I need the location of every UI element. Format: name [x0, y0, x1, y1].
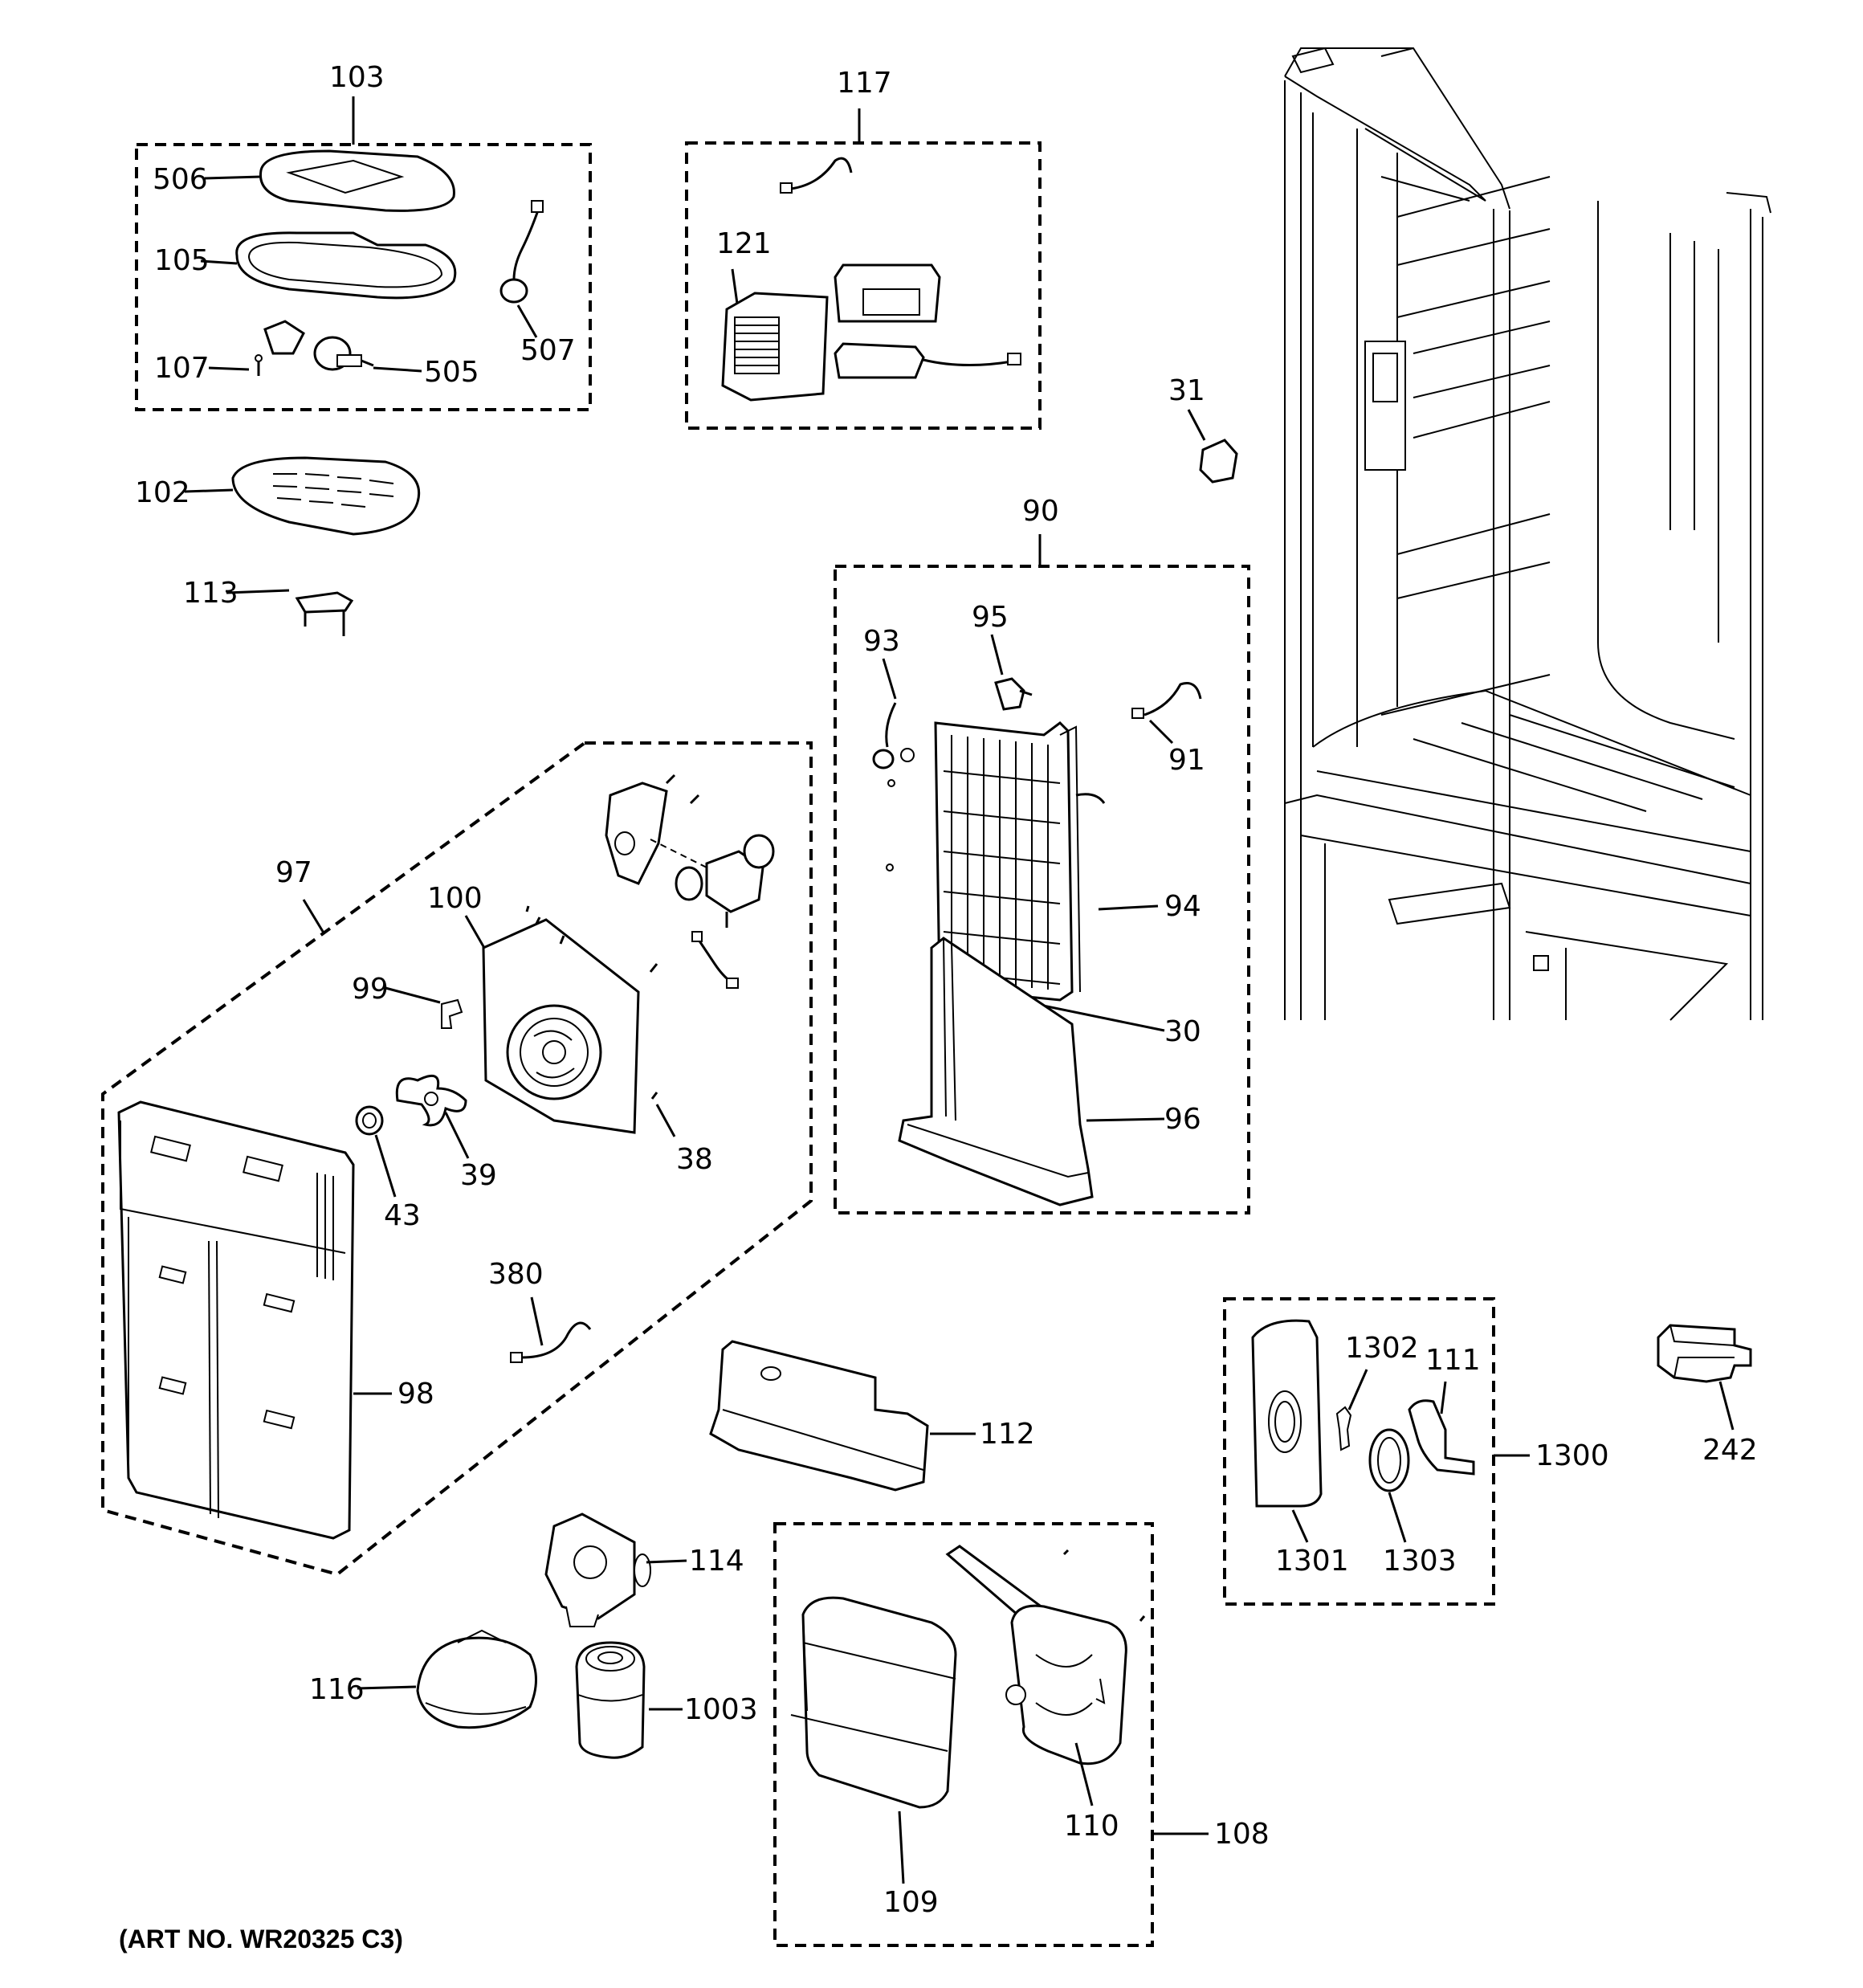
label-31: 31 — [1168, 374, 1205, 407]
part-1302-lever[interactable] — [1335, 1406, 1352, 1451]
part-39-fan-blade[interactable] — [395, 1074, 467, 1127]
part-43-grommet[interactable] — [355, 1105, 384, 1136]
label-113: 113 — [183, 577, 238, 610]
part-242-switch[interactable] — [1657, 1324, 1752, 1383]
part-109-bin[interactable] — [790, 1596, 957, 1809]
label-506: 506 — [153, 163, 208, 196]
group-1300: 1300 1301 1302 1303 111 — [1223, 1297, 1609, 1606]
group-90: 90 93 95 91 — [834, 495, 1250, 1214]
part-91-harness[interactable] — [1131, 682, 1202, 719]
label-38: 38 — [676, 1143, 713, 1176]
label-1003: 1003 — [684, 1693, 758, 1726]
part-fan-motor[interactable] — [675, 834, 775, 928]
part-116-cap[interactable] — [416, 1629, 537, 1729]
label-117: 117 — [837, 67, 892, 100]
part-1303-ring[interactable] — [1368, 1428, 1410, 1492]
label-94: 94 — [1164, 890, 1201, 923]
part-damper-housing[interactable] — [834, 263, 941, 323]
part-110-auger[interactable] — [945, 1545, 1127, 1766]
label-1300: 1300 — [1535, 1439, 1609, 1472]
label-105: 105 — [154, 244, 210, 277]
part-100-fan-shroud[interactable] — [482, 918, 640, 1134]
part-506-light-cover[interactable] — [259, 149, 455, 212]
label-91: 91 — [1168, 744, 1205, 777]
label-1302: 1302 — [1345, 1332, 1419, 1365]
part-damper-control[interactable] — [834, 342, 1021, 379]
label-43: 43 — [384, 1199, 421, 1232]
label-114: 114 — [689, 1545, 744, 1578]
label-97: 97 — [275, 856, 312, 889]
label-116: 116 — [309, 1673, 365, 1706]
part-112-duct[interactable] — [709, 1340, 929, 1492]
part-102-lens[interactable] — [231, 456, 420, 536]
part-380-harness[interactable] — [510, 1321, 592, 1363]
part-96-drain-pan[interactable] — [898, 937, 1094, 1206]
label-380: 380 — [488, 1258, 544, 1291]
part-117-harness[interactable] — [780, 157, 853, 194]
part-113-bracket[interactable] — [295, 591, 354, 636]
label-1301: 1301 — [1275, 1545, 1349, 1578]
part-1003-filter[interactable] — [575, 1641, 646, 1759]
label-99: 99 — [352, 973, 389, 1006]
part-93-thermostat[interactable] — [872, 702, 915, 769]
group-97: 97 — [101, 741, 813, 1577]
part-107-screw[interactable] — [255, 354, 263, 376]
label-505: 505 — [424, 356, 479, 389]
part-99-bracket[interactable] — [441, 998, 463, 1029]
part-105-gasket[interactable] — [235, 231, 457, 300]
label-109: 109 — [883, 1886, 939, 1919]
part-98-evap-cover[interactable] — [117, 1100, 355, 1540]
part-94-evaporator[interactable] — [934, 721, 1081, 1002]
label-95: 95 — [972, 601, 1009, 634]
label-112: 112 — [980, 1418, 1035, 1451]
label-90: 90 — [1022, 495, 1059, 528]
label-507: 507 — [520, 334, 576, 367]
part-motor-harness[interactable] — [691, 931, 739, 989]
refrigerator-cabinet[interactable] — [1284, 47, 1771, 1021]
label-111: 111 — [1425, 1344, 1481, 1377]
label-100: 100 — [427, 882, 483, 915]
label-93: 93 — [863, 625, 900, 658]
label-96: 96 — [1164, 1103, 1201, 1136]
part-505-lamp-socket[interactable] — [313, 336, 374, 371]
label-98: 98 — [397, 1378, 434, 1410]
label-39: 39 — [460, 1159, 497, 1192]
group-103: 103 506 105 107 505 — [135, 61, 592, 411]
part-fan-motor-bracket[interactable] — [605, 782, 668, 885]
label-102: 102 — [135, 476, 190, 509]
label-1303: 1303 — [1383, 1545, 1457, 1578]
label-30: 30 — [1164, 1015, 1201, 1048]
label-110: 110 — [1064, 1810, 1119, 1843]
group-108: 108 109 110 — [773, 1522, 1270, 1947]
group-117: 117 121 — [685, 67, 1042, 430]
part-31-clip[interactable] — [1199, 439, 1238, 484]
label-107: 107 — [154, 352, 210, 385]
part-1301-panel[interactable] — [1251, 1319, 1323, 1508]
art-number: (ART NO. WR20325 C3) — [119, 1925, 403, 1953]
part-111-paddle[interactable] — [1408, 1399, 1475, 1476]
part-switch[interactable] — [263, 320, 305, 355]
label-108: 108 — [1214, 1818, 1270, 1851]
label-121: 121 — [716, 227, 772, 260]
part-121-damper[interactable] — [721, 292, 829, 402]
part-507-harness[interactable] — [499, 200, 544, 304]
part-114-motor[interactable] — [544, 1512, 651, 1627]
label-242: 242 — [1702, 1434, 1758, 1467]
part-95-fuse[interactable] — [994, 677, 1033, 711]
label-103: 103 — [329, 61, 385, 94]
